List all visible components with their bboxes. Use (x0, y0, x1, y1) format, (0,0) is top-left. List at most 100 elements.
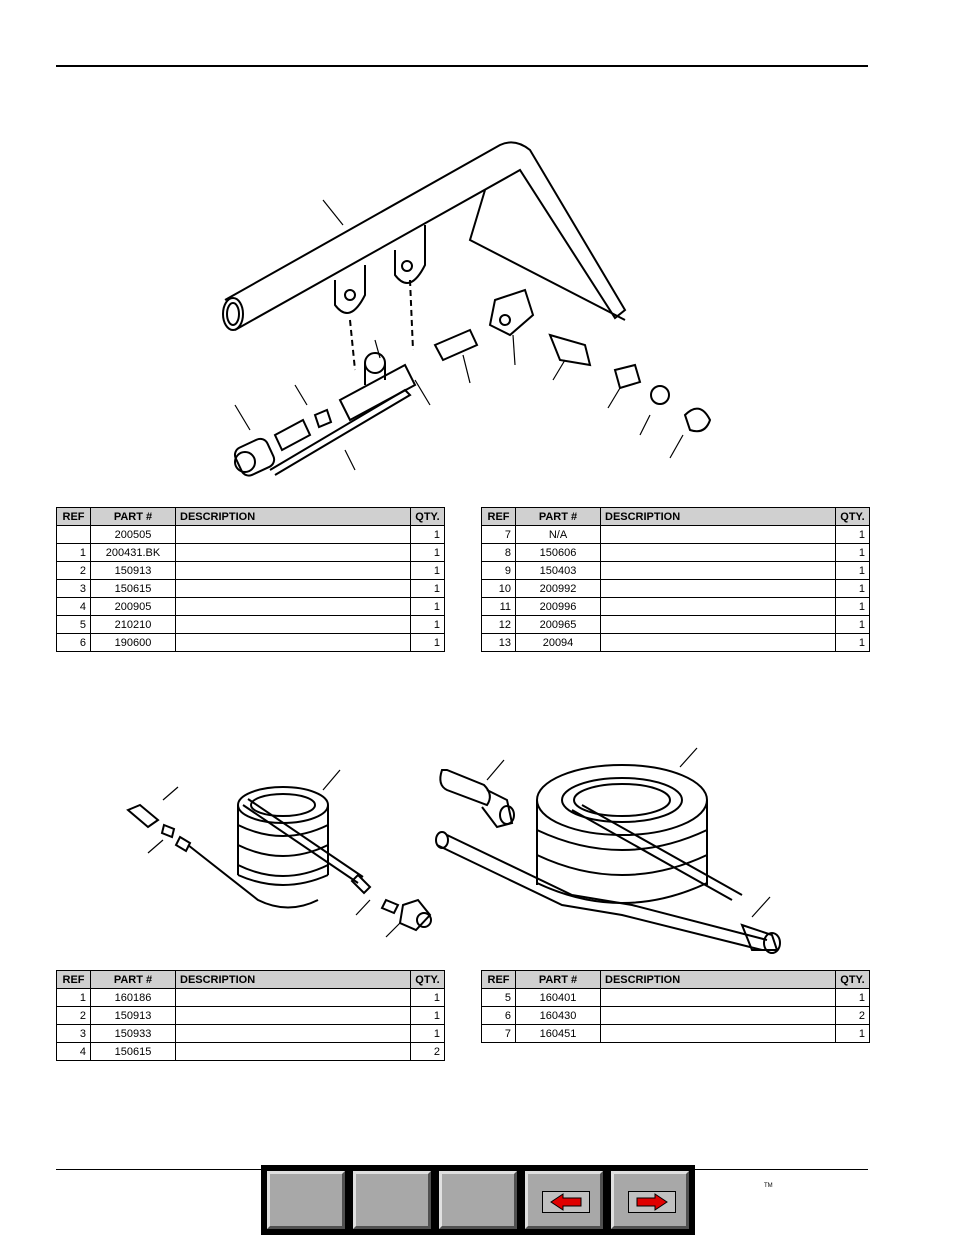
header-part: PART # (515, 507, 601, 526)
cell-ref: 6 (481, 1006, 516, 1025)
cell-part: 160186 (90, 988, 176, 1007)
header-ref: REF (481, 970, 516, 989)
nav-button-2[interactable] (353, 1171, 431, 1229)
cell-part: 150606 (515, 543, 601, 562)
next-page-button[interactable] (611, 1171, 689, 1229)
cell-description (600, 615, 836, 634)
cell-qty: 1 (835, 597, 870, 616)
cell-part: 190600 (90, 633, 176, 652)
cell-description (600, 579, 836, 598)
cell-description (175, 561, 411, 580)
cell-qty: 1 (410, 597, 445, 616)
trademark-mark: TM (764, 1183, 773, 1189)
cell-description (175, 579, 411, 598)
cell-ref: 8 (481, 543, 516, 562)
cell-part: 150933 (90, 1024, 176, 1043)
table-header-row: REF PART # DESCRIPTION QTY. (56, 507, 445, 526)
cell-description (600, 561, 836, 580)
cell-part: N/A (515, 525, 601, 544)
header-part: PART # (515, 970, 601, 989)
wand-assembly-illustration (222, 141, 712, 477)
cell-qty: 1 (835, 561, 870, 580)
header-ref: REF (56, 507, 91, 526)
cell-description (175, 543, 411, 562)
table-header-row: REF PART # DESCRIPTION QTY. (481, 970, 870, 989)
cell-ref: 1 (56, 543, 91, 562)
cell-qty: 1 (410, 579, 445, 598)
forward-arrow-icon (636, 1193, 668, 1211)
cell-qty: 1 (835, 1024, 870, 1043)
cell-qty: 1 (410, 988, 445, 1007)
header-qty: QTY. (410, 507, 445, 526)
cell-ref: 2 (56, 561, 91, 580)
cell-ref: 6 (56, 633, 91, 652)
cell-description (175, 525, 411, 544)
cell-description (175, 1024, 411, 1043)
cell-ref: 1 (56, 988, 91, 1007)
cell-description (600, 525, 836, 544)
cell-qty: 1 (410, 525, 445, 544)
cell-part: 200992 (515, 579, 601, 598)
cell-qty: 1 (835, 633, 870, 652)
forward-arrow-frame (628, 1191, 676, 1213)
cell-ref: 9 (481, 561, 516, 580)
cell-qty: 1 (410, 561, 445, 580)
cell-description (600, 633, 836, 652)
cell-ref (56, 525, 91, 544)
header-part: PART # (90, 507, 176, 526)
cell-ref: 4 (56, 597, 91, 616)
table-header-row: REF PART # DESCRIPTION QTY. (481, 507, 870, 526)
cell-part: 150403 (515, 561, 601, 580)
cell-part: 150913 (90, 1006, 176, 1025)
cell-qty: 1 (835, 579, 870, 598)
cell-part: 150615 (90, 1042, 176, 1061)
cell-part: 210210 (90, 615, 176, 634)
cell-description (175, 1006, 411, 1025)
cell-ref: 11 (481, 597, 516, 616)
cell-description (600, 988, 836, 1007)
previous-page-button[interactable] (525, 1171, 603, 1229)
cell-ref: 5 (481, 988, 516, 1007)
cell-part: 200431.BK (90, 543, 176, 562)
cell-description (600, 543, 836, 562)
cell-description (175, 615, 411, 634)
cell-description (175, 633, 411, 652)
header-ref: REF (481, 507, 516, 526)
cell-part: 150615 (90, 579, 176, 598)
cell-ref: 3 (56, 1024, 91, 1043)
header-description: DESCRIPTION (175, 507, 411, 526)
cell-qty: 1 (835, 543, 870, 562)
nav-button-1[interactable] (267, 1171, 345, 1229)
cell-qty: 1 (410, 1006, 445, 1025)
cell-description (175, 988, 411, 1007)
back-arrow-frame (542, 1191, 590, 1213)
header-description: DESCRIPTION (600, 507, 836, 526)
cell-part: 200996 (515, 597, 601, 616)
cell-ref: 5 (56, 615, 91, 634)
cell-description (600, 597, 836, 616)
cell-ref: 12 (481, 615, 516, 634)
header-part: PART # (90, 970, 176, 989)
header-description: DESCRIPTION (600, 970, 836, 989)
header-qty: QTY. (835, 507, 870, 526)
cell-qty: 2 (410, 1042, 445, 1061)
header-qty: QTY. (410, 970, 445, 989)
cell-part: 200505 (90, 525, 176, 544)
nav-button-3[interactable] (439, 1171, 517, 1229)
